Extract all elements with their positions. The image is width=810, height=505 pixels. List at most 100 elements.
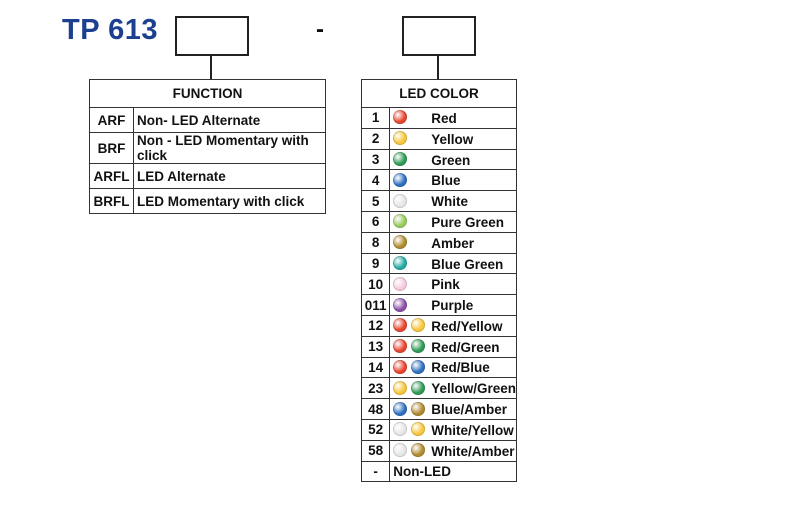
led-swatches: [393, 339, 431, 354]
led-color-code: 9: [360, 252, 391, 275]
led-color-cell: Blue: [389, 169, 517, 192]
led-swatches: [393, 443, 431, 458]
led-color-code: 4: [360, 169, 391, 192]
led-color-swatch-icon: [411, 422, 426, 437]
led-color-label: Blue Green: [431, 256, 504, 272]
led-connector-line: [437, 54, 439, 79]
led-color-label: Pure Green: [431, 214, 504, 230]
led-color-swatch-icon: [411, 359, 426, 374]
led-color-swatch-icon: [393, 276, 408, 291]
led-color-code: 13: [360, 335, 391, 358]
led-color-swatch-icon: [393, 110, 408, 125]
led-color-swatch-icon: [411, 339, 426, 354]
led-color-cell: Yellow/Green: [389, 377, 517, 400]
function-description: Non - LED Momentary with click: [133, 132, 326, 164]
led-color-table-header: LED COLOR: [361, 79, 517, 108]
led-color-row: 4 Blue: [360, 169, 517, 192]
led-color-code: 14: [360, 356, 391, 379]
led-color-swatch-icon: [393, 318, 408, 333]
led-color-cell: Red/Blue: [389, 356, 517, 379]
function-connector-line: [210, 54, 212, 79]
led-color-cell: White/Amber: [389, 439, 517, 462]
led-swatches: [393, 193, 431, 208]
led-color-label: Blue: [431, 173, 461, 189]
function-code: ARFL: [89, 163, 134, 189]
led-color-code: 1: [360, 107, 391, 129]
led-color-label: White: [431, 194, 468, 210]
led-color-code: 5: [360, 190, 391, 212]
led-swatches: [393, 172, 431, 187]
function-code: BRF: [89, 132, 134, 164]
led-color-cell: Amber: [389, 231, 517, 254]
led-color-swatch-icon: [393, 193, 408, 208]
led-color-code: 10: [360, 273, 391, 296]
led-color-cell: Blue/Amber: [389, 398, 517, 420]
code-separator: -: [316, 16, 324, 43]
led-swatches: [393, 359, 431, 374]
led-swatches: [393, 110, 431, 125]
led-color-code: 3: [360, 148, 391, 171]
led-color-row: 3 Green: [360, 148, 517, 171]
led-color-swatch-icon: [393, 443, 408, 458]
led-swatches: [393, 151, 431, 167]
led-color-cell: Red/Yellow: [389, 314, 517, 337]
led-color-label: White/Yellow: [431, 422, 514, 438]
led-color-row: 14 Red/Blue: [360, 356, 517, 379]
led-color-cell: Yellow: [389, 127, 517, 150]
led-color-swatch-icon: [411, 318, 426, 333]
led-color-swatch-icon: [393, 214, 408, 229]
function-table-header: FUNCTION: [89, 79, 326, 108]
led-color-swatch-icon: [393, 235, 408, 250]
led-color-cell: Blue Green: [389, 252, 517, 275]
led-color-swatch-icon: [393, 401, 408, 416]
led-color-row: -Non-LED: [360, 460, 517, 483]
led-color-label: Yellow/Green: [431, 381, 516, 397]
led-color-cell: White: [389, 190, 517, 212]
led-color-swatch-icon: [393, 151, 408, 166]
led-color-cell: Pure Green: [389, 210, 517, 233]
led-swatches: [393, 214, 431, 229]
led-color-label: Amber: [431, 235, 474, 251]
led-color-code: 2: [360, 127, 391, 150]
led-color-swatch-icon: [393, 172, 408, 187]
led-color-swatch-icon: [411, 401, 426, 416]
function-code-box: [175, 16, 249, 56]
led-color-swatch-icon: [393, 359, 408, 374]
led-color-label: Green: [431, 152, 471, 168]
led-swatches: [393, 276, 431, 291]
led-color-label: Blue/Amber: [431, 402, 507, 418]
led-code-box: [402, 16, 476, 56]
led-swatches: [393, 235, 431, 250]
led-color-label: Red/Blue: [431, 360, 490, 376]
led-color-label: Non-LED: [393, 464, 451, 480]
function-code: ARF: [89, 107, 134, 133]
led-swatches: [393, 318, 431, 333]
led-color-code: 6: [360, 210, 391, 233]
product-title: TP 613: [62, 14, 158, 46]
led-color-code: 011: [360, 294, 391, 316]
led-color-code: 58: [360, 439, 391, 462]
led-swatches: [393, 255, 431, 271]
led-color-cell: Pink: [389, 273, 517, 296]
led-color-row: 1 Red: [360, 107, 517, 129]
function-description: LED Alternate: [133, 163, 326, 189]
led-swatches: [393, 422, 431, 437]
led-swatches: [393, 131, 431, 146]
led-color-label: Yellow: [431, 131, 474, 147]
led-color-cell: Red: [389, 107, 517, 129]
led-color-swatch-icon: [393, 297, 408, 312]
led-color-label: Red: [431, 110, 457, 126]
led-color-cell: White/Yellow: [389, 418, 517, 441]
led-color-swatch-icon: [393, 255, 408, 270]
